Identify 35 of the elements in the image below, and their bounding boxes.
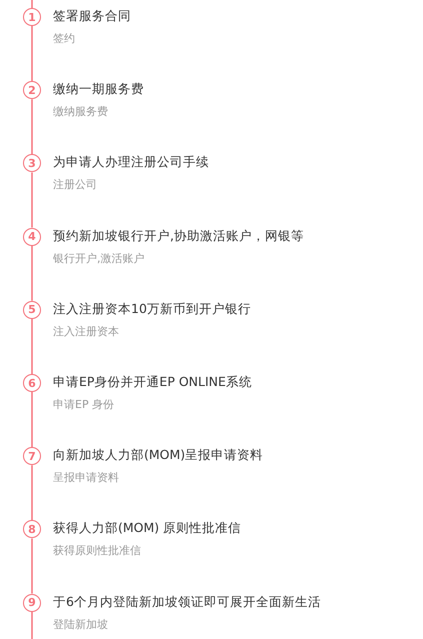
timeline-line: [31, 246, 33, 301]
step-subtitle: 签约: [53, 31, 75, 46]
step-title: 于6个月内登陆新加坡领证即可展开全面新生活: [53, 594, 321, 611]
step-title: 为申请人办理注册公司手续: [53, 154, 209, 172]
step-subtitle: 注册公司: [53, 177, 97, 192]
step-subtitle: 登陆新加坡: [53, 616, 108, 632]
timeline-line: [31, 538, 33, 594]
timeline-line: [31, 26, 33, 82]
step-title: 获得人力部(MOM) 原则性批准信: [53, 520, 242, 538]
timeline-line: [31, 465, 33, 520]
step-subtitle: 获得原则性批准信: [53, 543, 141, 558]
step-number-circle: 2: [23, 81, 41, 100]
step-title: 签署服务合同: [53, 8, 131, 25]
step-title: 预约新加坡银行开户,协助激活账户，网银等: [53, 228, 304, 245]
step-number-circle: 9: [23, 594, 41, 612]
step-title: 申请EP身份并开通EP ONLINE系统: [53, 374, 252, 391]
step-subtitle: 缴纳服务费: [53, 104, 108, 120]
step-number-circle: 4: [23, 228, 41, 246]
step-number-circle: 8: [23, 520, 41, 538]
step-number-circle: 3: [23, 154, 41, 172]
step-number-circle: 7: [23, 447, 41, 466]
step-title: 向新加坡人力部(MOM)呈报申请资料: [53, 447, 264, 464]
step-number-circle: 6: [23, 374, 41, 392]
step-subtitle: 注入注册资本: [53, 324, 119, 339]
step-subtitle: 申请EP 身份: [53, 397, 114, 412]
step-subtitle: 银行开户,激活账户: [53, 250, 144, 266]
timeline-line: [31, 172, 33, 228]
timeline-line: [31, 99, 33, 154]
timeline-line: [31, 392, 33, 448]
step-title: 缴纳一期服务费: [53, 81, 144, 98]
step-number-circle: 5: [23, 300, 41, 319]
step-subtitle: 呈报申请资料: [53, 470, 119, 486]
step-title: 注入注册资本10万新币到开户银行: [53, 300, 251, 318]
timeline-line: [31, 318, 33, 374]
step-number-circle: 1: [23, 8, 41, 26]
